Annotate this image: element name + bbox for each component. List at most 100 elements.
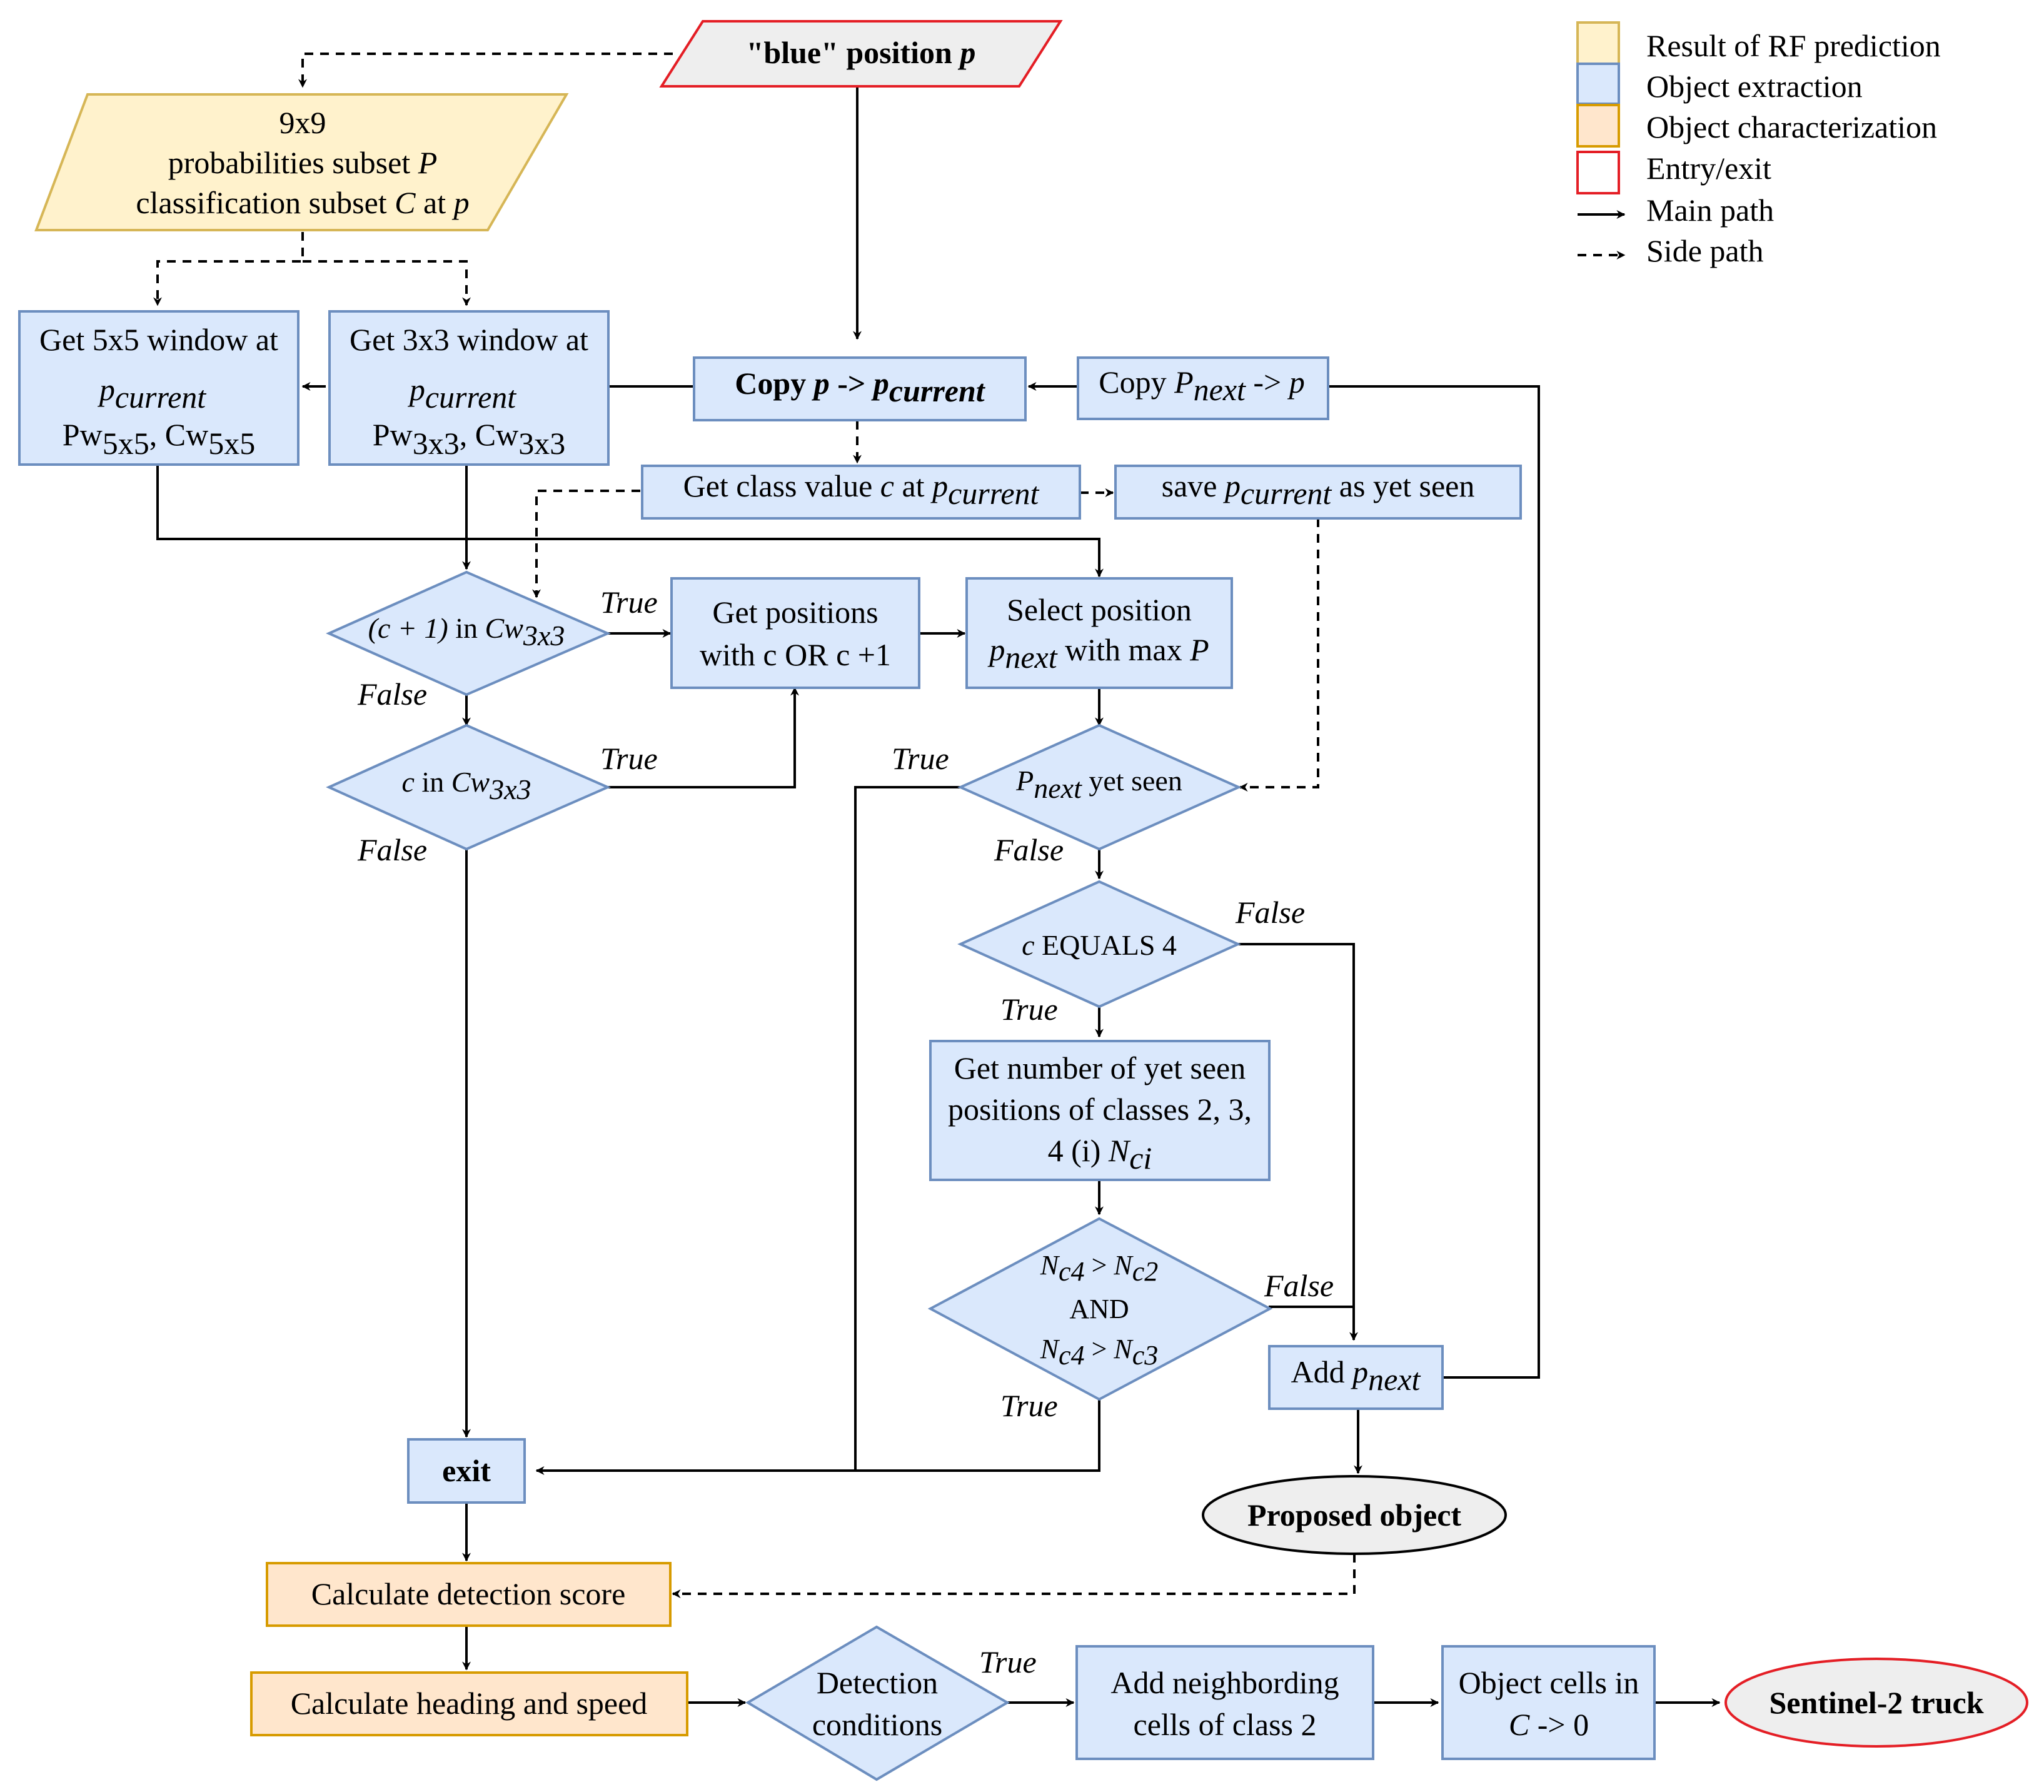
svg-text:C -> 0: C -> 0 [1509, 1707, 1589, 1742]
proposed-shape [1202, 1475, 1507, 1555]
svg-text:pcurrent: pcurrent [408, 372, 516, 415]
node-get-positions: Get positions with c OR c +1 [670, 577, 920, 689]
label-false-dec2: False [357, 832, 427, 867]
svg-text:Copy Pnext -> p: Copy Pnext -> p [1099, 365, 1305, 407]
edge-addnext-to-copynext [1328, 385, 1540, 1379]
node-decision-c-plus-1: (c + 1) in Cw3x3 [326, 570, 612, 697]
label-true-detcond: True [979, 1644, 1037, 1679]
edge-deceq4-to-addnext [1238, 943, 1358, 1341]
start-shape [659, 20, 1063, 88]
node-start: "blue" position p [659, 20, 1063, 88]
svg-text:"blue" position p: "blue" position p [747, 35, 976, 70]
legend-label-side-path: Side path [1646, 233, 1763, 268]
legend-label-extraction: Object extraction [1646, 69, 1863, 104]
svg-text:Calculate detection score: Calculate detection score [311, 1576, 626, 1611]
svg-text:Sentinel-2 truck: Sentinel-2 truck [1769, 1685, 1983, 1720]
edges [153, 53, 1721, 1707]
svg-text:pcurrent: pcurrent [98, 372, 206, 415]
calc-score-shape [266, 1562, 672, 1627]
legend-label-main-path: Main path [1646, 193, 1774, 228]
node-add-neighbors: Add neighbording cells of class 2 [1075, 1645, 1374, 1760]
node-calc-score: Calculate detection score [266, 1562, 672, 1627]
copy-p-shape [693, 356, 1027, 421]
edge-labels: True False True False True False False T… [357, 585, 1334, 1679]
node-calc-heading: Calculate heading and speed [250, 1671, 688, 1736]
legend-swatch-blue [1576, 63, 1620, 105]
node-decision-equals-4: c EQUALS 4 [957, 880, 1241, 1009]
dec-eq4-shape [957, 880, 1241, 1009]
label-true-dec2: True [600, 741, 658, 776]
edge-win5-to-select [156, 465, 1104, 578]
edge-prob-to-win5 [153, 232, 304, 306]
node-prob-subset: 9x9 probabilities subset P classificatio… [34, 93, 569, 231]
node-exit: exit [407, 1438, 526, 1504]
node-window-3x3: Get 3x3 window at pcurrent Pw3x3, Cw3x3 [328, 310, 610, 466]
legend-swatch-orange [1576, 104, 1620, 148]
get-pos-shape [670, 577, 920, 689]
svg-text:Calculate heading and speed: Calculate heading and speed [291, 1686, 648, 1721]
svg-text:Select position: Select position [1007, 592, 1192, 627]
svg-text:Pnext yet seen: Pnext yet seen [1015, 765, 1182, 804]
det-cond-shape [745, 1625, 1010, 1781]
edge-dec2-to-getpos [608, 687, 799, 788]
node-sentinel-truck: Sentinel-2 truck [1724, 1658, 2028, 1748]
dec1-shape [326, 570, 612, 697]
svg-text:Get 5x5 window at: Get 5x5 window at [39, 322, 278, 357]
edge-start-to-prob [298, 53, 673, 88]
label-true-dec1: True [600, 585, 658, 620]
node-decision-c: c in Cw3x3 [326, 723, 611, 851]
node-get-number: Get number of yet seen positions of clas… [929, 1040, 1271, 1181]
svg-text:Proposed object: Proposed object [1247, 1498, 1461, 1533]
edge-save-to-decseen [1239, 518, 1319, 792]
svg-text:c in Cw3x3: c in Cw3x3 [402, 766, 531, 805]
svg-text:save pcurrent as yet seen: save pcurrent as yet seen [1162, 468, 1475, 511]
legend-swatch-yellow [1576, 21, 1620, 65]
svg-text:Copy p -> pcurrent: Copy p -> pcurrent [735, 366, 985, 408]
label-false-decseen: False [994, 832, 1064, 867]
svg-text:Get class value c at pcurrent: Get class value c at pcurrent [683, 468, 1040, 511]
svg-text:Get positions: Get positions [712, 595, 878, 630]
svg-text:Add neighbording: Add neighbording [1110, 1665, 1339, 1700]
dec-n-shape [927, 1217, 1273, 1401]
svg-text:9x9: 9x9 [279, 105, 326, 140]
legend-swatch-red [1576, 151, 1620, 194]
truck-shape [1724, 1658, 2028, 1748]
dec-seen-shape [957, 723, 1242, 851]
get-class-shape [641, 465, 1081, 520]
label-true-decn: True [1000, 1388, 1058, 1423]
svg-text:Nc4 > Nc3: Nc4 > Nc3 [1040, 1334, 1159, 1371]
label-true-decseen: True [892, 741, 949, 776]
node-decision-yet-seen: Pnext yet seen [957, 723, 1242, 851]
win3-shape [328, 310, 610, 466]
node-decision-n-compare: Nc4 > Nc2 AND Nc4 > Nc3 [927, 1217, 1273, 1401]
svg-text:c EQUALS 4: c EQUALS 4 [1022, 929, 1177, 961]
svg-text:cells of class 2: cells of class 2 [1134, 1707, 1317, 1742]
node-save-seen: save pcurrent as yet seen [1114, 465, 1522, 520]
label-true-deceq4: True [1000, 992, 1058, 1027]
svg-text:Add pnext: Add pnext [1291, 1354, 1421, 1397]
dec2-shape [326, 723, 611, 851]
node-proposed-object: Proposed object [1202, 1475, 1507, 1555]
svg-text:4 (i) Nci: 4 (i) Nci [1048, 1133, 1152, 1175]
svg-text:Get 3x3 window at: Get 3x3 window at [350, 322, 588, 357]
legend-label-characterization: Object characterization [1646, 109, 1937, 144]
node-detection-conditions: Detection conditions [745, 1625, 1010, 1781]
calc-heading-shape [250, 1671, 688, 1736]
win5-shape [18, 310, 300, 466]
node-copy-p: Copy p -> pcurrent [693, 356, 1027, 421]
svg-text:Object cells in: Object cells in [1459, 1665, 1639, 1700]
svg-text:conditions: conditions [812, 1707, 942, 1742]
label-false-decn: False [1264, 1268, 1334, 1303]
svg-text:positions of classes 2, 3,: positions of classes 2, 3, [948, 1092, 1252, 1127]
edge-getclass-to-dec1 [532, 490, 640, 598]
label-false-dec1: False [357, 677, 427, 712]
svg-text:Get number of yet seen: Get number of yet seen [954, 1050, 1246, 1085]
obj-cells-shape [1441, 1645, 1656, 1760]
add-next-shape [1268, 1345, 1444, 1410]
node-object-cells: Object cells in C -> 0 [1441, 1645, 1656, 1760]
legend: Result of RF prediction Object extractio… [1576, 21, 1941, 268]
get-num-shape [929, 1040, 1271, 1181]
edge-prob-to-win3 [303, 260, 471, 306]
copy-next-shape [1077, 356, 1329, 420]
svg-text:(c + 1) in Cw3x3: (c + 1) in Cw3x3 [368, 612, 565, 652]
